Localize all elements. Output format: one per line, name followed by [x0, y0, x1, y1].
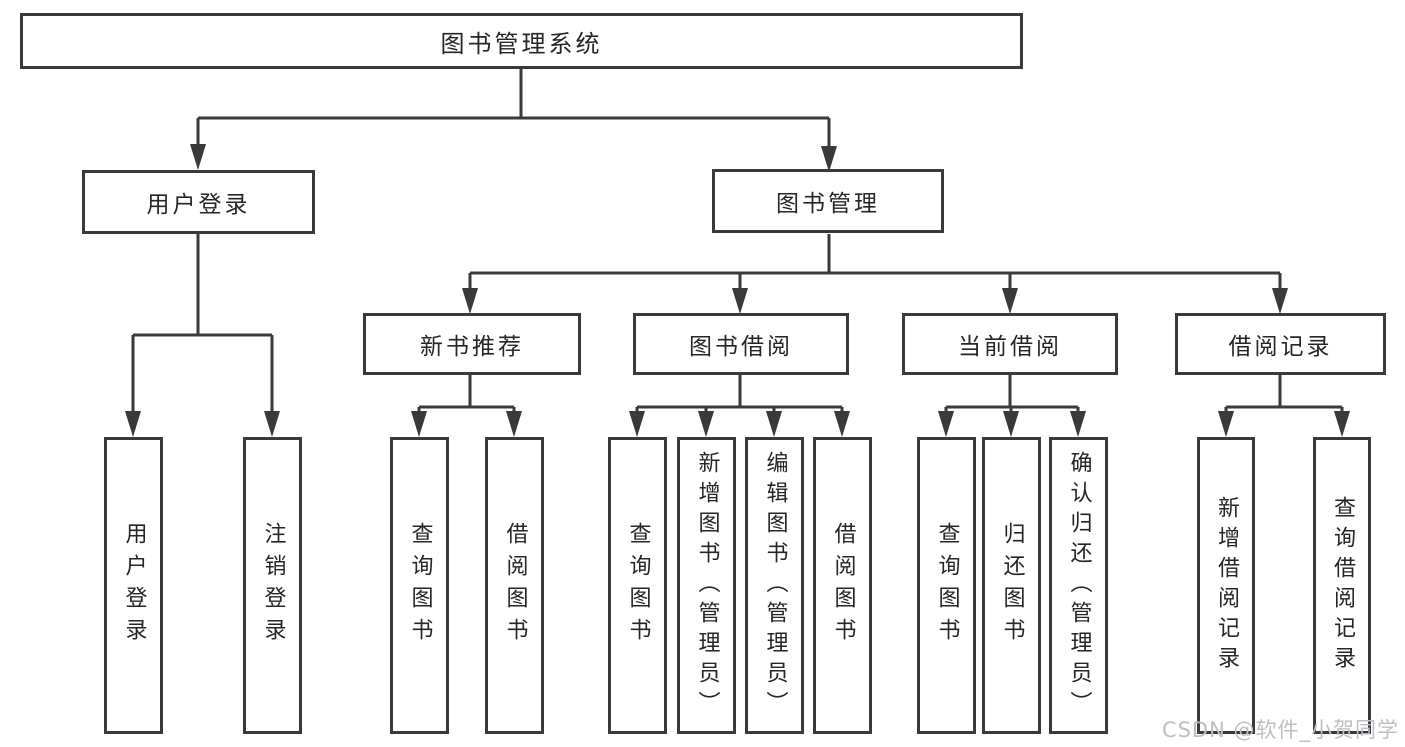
arrowhead — [821, 146, 837, 172]
leaf-add-book-admin: 新增图书（管理员） — [677, 437, 736, 734]
arrowhead — [1272, 288, 1288, 314]
arrowhead — [766, 411, 782, 437]
csdn-watermark: CSDN @软件_小贺同学 — [1161, 718, 1399, 742]
arrowhead — [125, 411, 141, 437]
leaf-logout: 注销登录 — [243, 437, 302, 734]
arrowheads — [125, 144, 1350, 437]
node-new-book-recommendation: 新书推荐 — [363, 313, 581, 375]
leaf-borrow-books-recommend: 借阅图书 — [485, 437, 544, 734]
leaf-query-books-current: 查询图书 — [917, 437, 976, 734]
arrowhead — [629, 411, 645, 437]
arrowhead — [506, 411, 522, 437]
arrowhead — [732, 288, 748, 314]
leaf-borrow-books: 借阅图书 — [813, 437, 872, 734]
arrowhead — [834, 411, 850, 437]
node-library-management-system: 图书管理系统 — [20, 13, 1023, 69]
leaf-edit-book-admin: 编辑图书（管理员） — [745, 437, 804, 734]
arrowhead — [190, 144, 206, 170]
arrowhead — [698, 411, 714, 437]
leaf-query-books-recommend: 查询图书 — [390, 437, 449, 734]
node-current-borrowing: 当前借阅 — [902, 313, 1118, 375]
arrowhead — [1002, 288, 1018, 314]
leaf-user-login: 用户登录 — [104, 437, 163, 734]
node-user-login: 用户登录 — [82, 170, 315, 234]
tree-edges — [131, 69, 1344, 413]
node-book-borrowing: 图书借阅 — [633, 313, 849, 375]
leaf-query-books-borrow: 查询图书 — [608, 437, 667, 734]
arrowhead — [1334, 411, 1350, 437]
arrowhead — [1070, 411, 1086, 437]
arrowhead — [1003, 411, 1019, 437]
node-borrowing-records: 借阅记录 — [1175, 313, 1386, 375]
arrowhead — [938, 411, 954, 437]
leaf-add-borrow-record: 新增借阅记录 — [1197, 437, 1255, 734]
arrowhead — [264, 411, 280, 437]
leaf-query-borrow-record: 查询借阅记录 — [1313, 437, 1371, 734]
node-book-management: 图书管理 — [712, 169, 944, 233]
arrowhead — [1218, 411, 1234, 437]
arrowhead — [462, 288, 478, 314]
leaf-return-book: 归还图书 — [982, 437, 1041, 734]
arrowhead — [411, 411, 427, 437]
leaf-confirm-return-admin: 确认归还（管理员） — [1049, 437, 1108, 734]
